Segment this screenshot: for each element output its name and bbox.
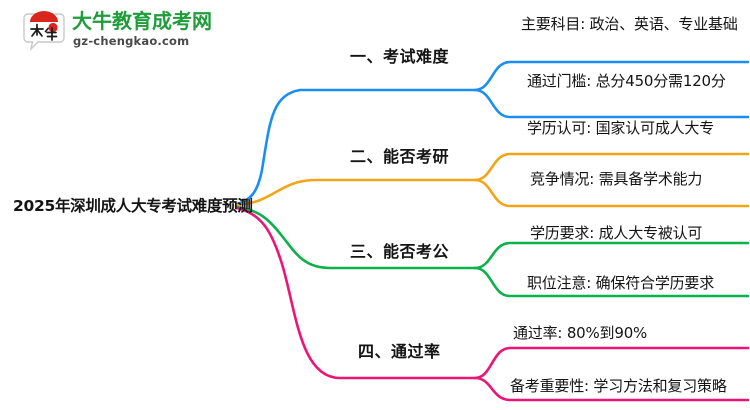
da-niu-speech-bubble-logo-icon [22,10,66,52]
leaf-label-1-2: 通过门槛: 总分450分需120分 [527,72,726,90]
branch-label-2: 二、能否考研 [350,147,450,166]
site-logo: 大牛教育成考网 gz-chengkao.com [22,8,212,54]
leaf-label-1-1: 主要科目: 政治、英语、专业基础 [521,15,738,33]
leaf-label-3-2: 职位注意: 确保符合学历要求 [527,274,715,292]
logo-domain: gz-chengkao.com [73,34,190,48]
mindmap-root-label: 2025年深圳成人大专考试难度预测 [13,197,253,215]
branch-label-1: 一、考试难度 [350,47,450,66]
branch-label-4: 四、通过率 [358,342,441,361]
leaf-label-4-1: 通过率: 80%到90% [513,324,648,342]
branch-connector-2 [235,152,750,208]
branch-label-3: 三、能否考公 [350,242,450,261]
leaf-label-3-1: 学历要求: 成人大专被认可 [530,224,703,242]
leaf-label-2-2: 竞争情况: 需具备学术能力 [530,170,703,188]
leaf-label-2-1: 学历认可: 国家认可成人大专 [527,119,715,137]
logo-wordmark: 大牛教育成考网 gz-chengkao.com [72,9,212,53]
leaf-label-4-2: 备考重要性: 学习方法和复习策略 [510,377,727,395]
branch-connector-4 [235,206,750,402]
branch-connector-1 [235,60,750,206]
logo-site-name: 大牛教育成考网 [72,9,212,33]
branch-connector-3 [235,205,750,298]
